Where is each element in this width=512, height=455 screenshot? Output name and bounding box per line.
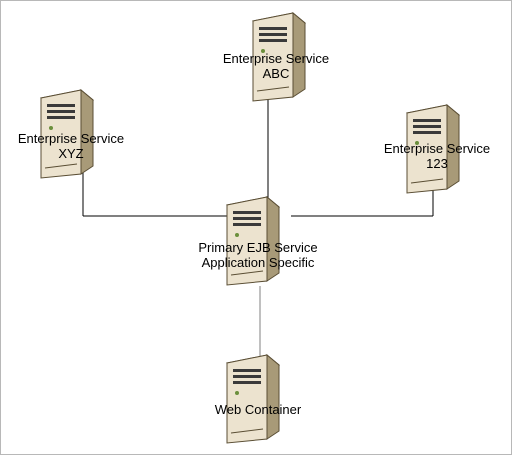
label-123-line1: Enterprise Service	[383, 141, 491, 156]
label-web-line1: Web Container	[214, 402, 302, 417]
server-123	[393, 101, 473, 201]
label-123-line2: 123	[426, 156, 448, 171]
label-xyz-line1: Enterprise Service	[17, 131, 125, 146]
label-primary-line1: Primary EJB Service	[198, 240, 318, 255]
label-primary: Primary EJB Service Application Specific	[181, 240, 335, 270]
label-123: Enterprise Service 123	[367, 141, 507, 171]
label-abc-line1: Enterprise Service	[222, 51, 330, 66]
server-icon	[225, 353, 281, 444]
server-primary-ejb	[213, 193, 293, 293]
label-primary-line2: Application Specific	[201, 255, 315, 270]
label-web: Web Container	[191, 402, 325, 417]
label-xyz: Enterprise Service XYZ	[1, 131, 141, 161]
server-abc	[239, 9, 319, 109]
server-icon	[405, 103, 461, 194]
server-icon	[39, 88, 95, 179]
server-icon	[251, 11, 307, 102]
server-web-container	[213, 351, 293, 451]
server-icon	[225, 195, 281, 286]
label-abc-line2: ABC	[262, 66, 290, 81]
server-xyz	[27, 86, 107, 186]
label-xyz-line2: XYZ	[58, 146, 84, 161]
label-abc: Enterprise Service ABC	[201, 51, 351, 81]
